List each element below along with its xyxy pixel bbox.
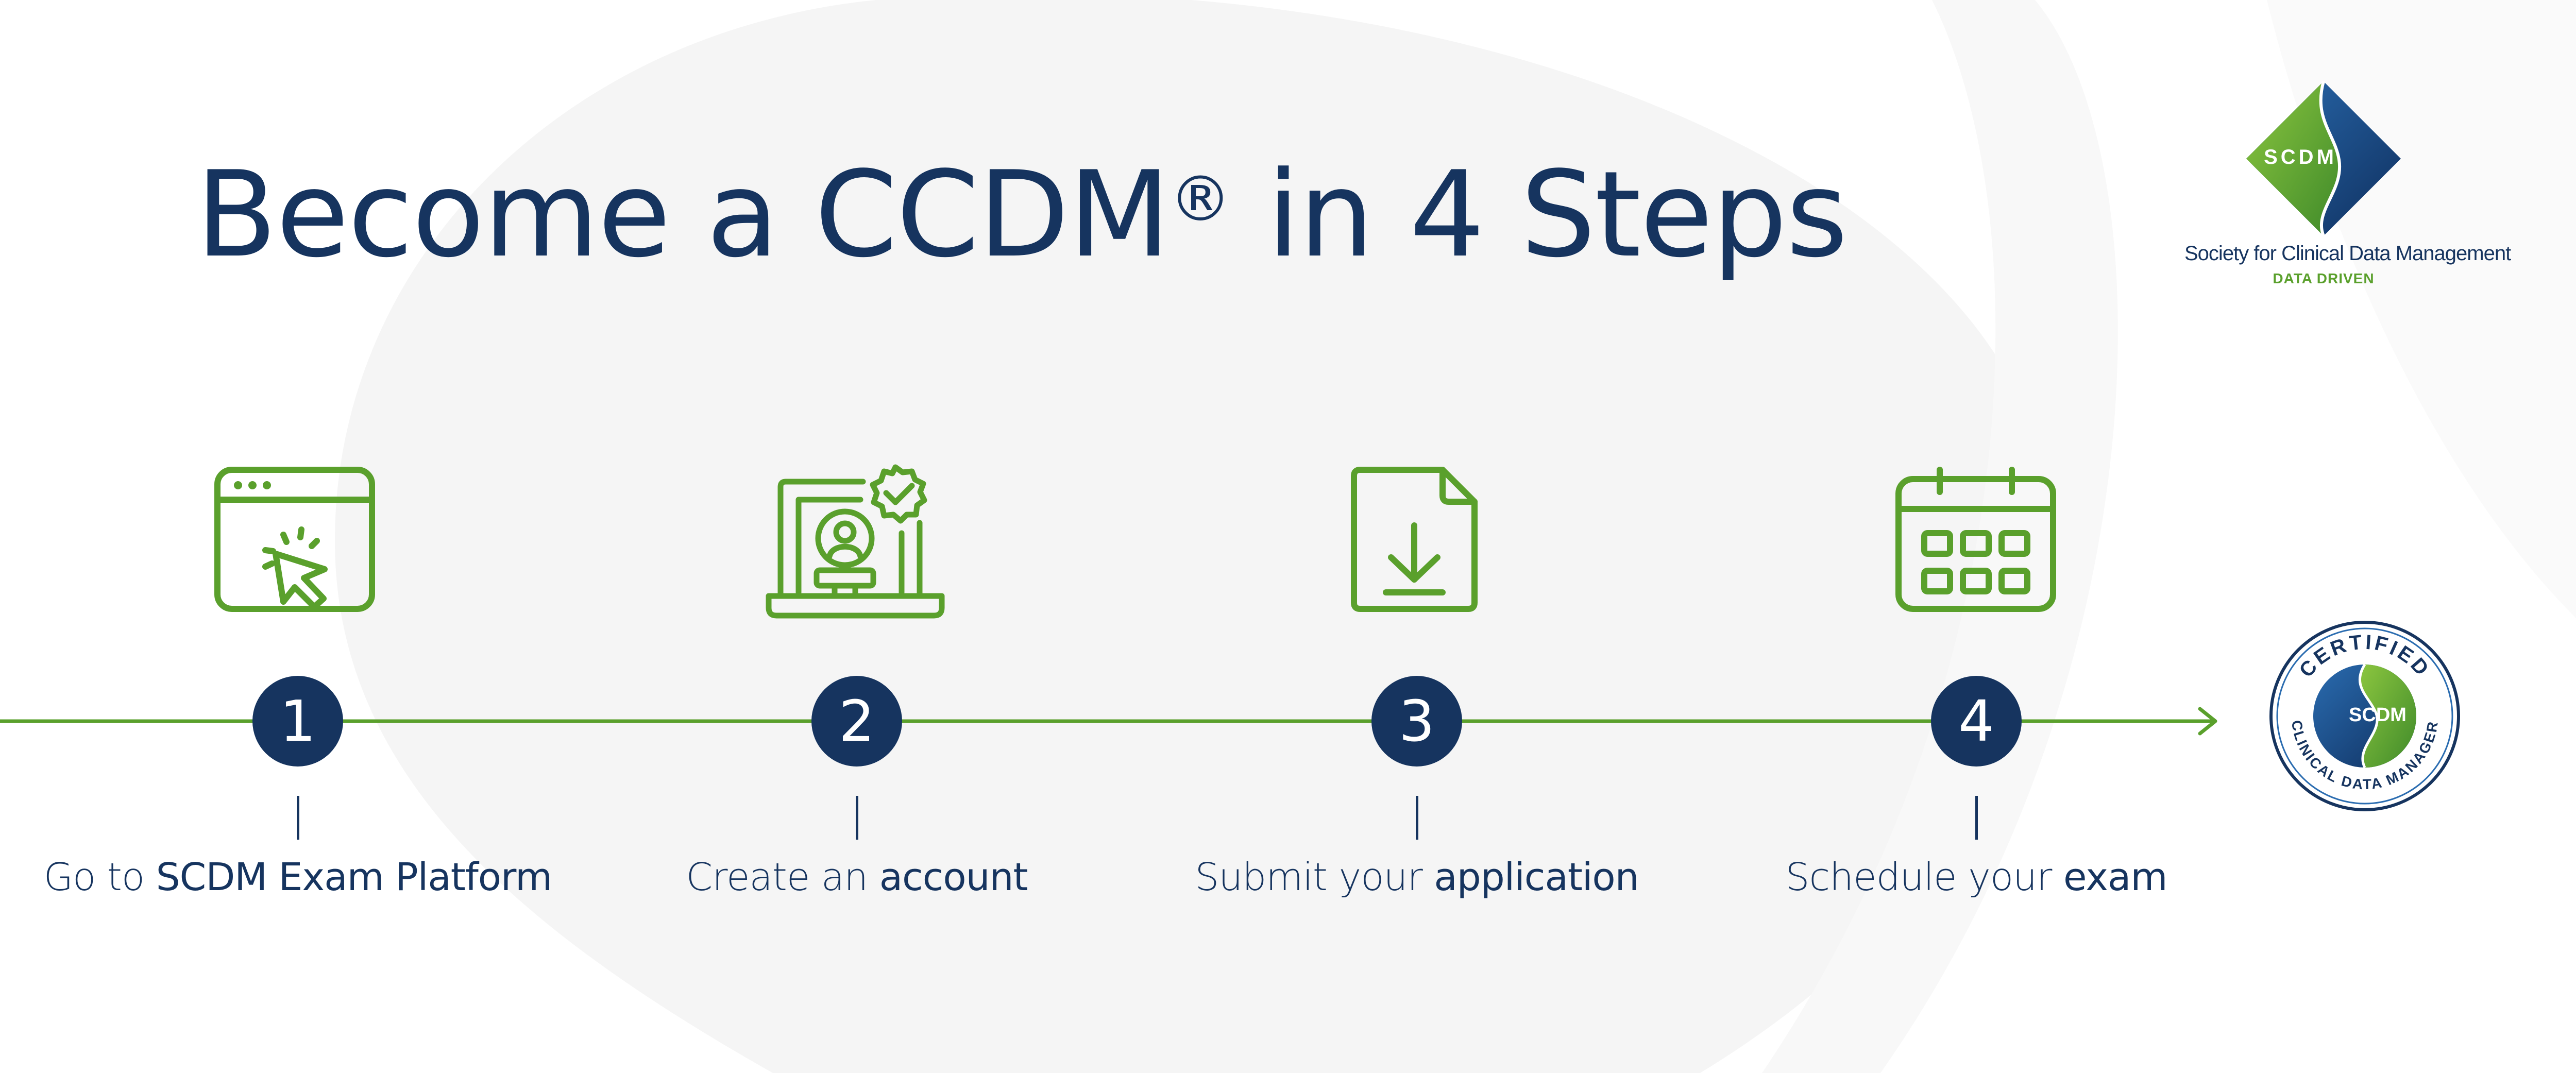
certified-seal: SCDM CERTIFIED CLINICAL DATA MANAGER <box>2269 621 2460 811</box>
scdm-logo: SCDM Society for Clinical Data Managemen… <box>2184 77 2511 304</box>
step-2-tick <box>856 796 858 840</box>
page-title: Become a CCDM® in 4 Steps <box>196 146 1848 284</box>
svg-text:SCDM: SCDM <box>2264 146 2337 168</box>
logo-tagline: DATA DRIVEN <box>2273 270 2375 286</box>
step-3-label: Submit your application <box>1195 855 1639 899</box>
step-4-tick <box>1975 796 1978 840</box>
browser-click-icon <box>214 467 375 612</box>
step-1-label: Go to SCDM Exam Platform <box>43 855 553 899</box>
svg-text:SCDM: SCDM <box>2349 704 2406 726</box>
logo-org-name: Society for Clinical Data Management <box>2184 242 2511 265</box>
timeline-arrow <box>0 707 2217 736</box>
calendar-icon <box>1895 467 2056 612</box>
step-4-label: Schedule your exam <box>1785 855 2168 899</box>
step-2-label: Create an account <box>686 855 1028 899</box>
step-3-badge: 3 <box>1371 676 1462 767</box>
step-2-badge: 2 <box>811 676 902 767</box>
scdm-logo-mark: SCDM <box>2246 81 2401 237</box>
step-3-tick <box>1416 796 1418 840</box>
step-1-badge: 1 <box>252 676 343 767</box>
step-1-tick <box>297 796 299 840</box>
laptop-account-icon <box>766 464 945 619</box>
step-4-badge: 4 <box>1931 676 2022 767</box>
document-download-icon <box>1351 467 1478 612</box>
